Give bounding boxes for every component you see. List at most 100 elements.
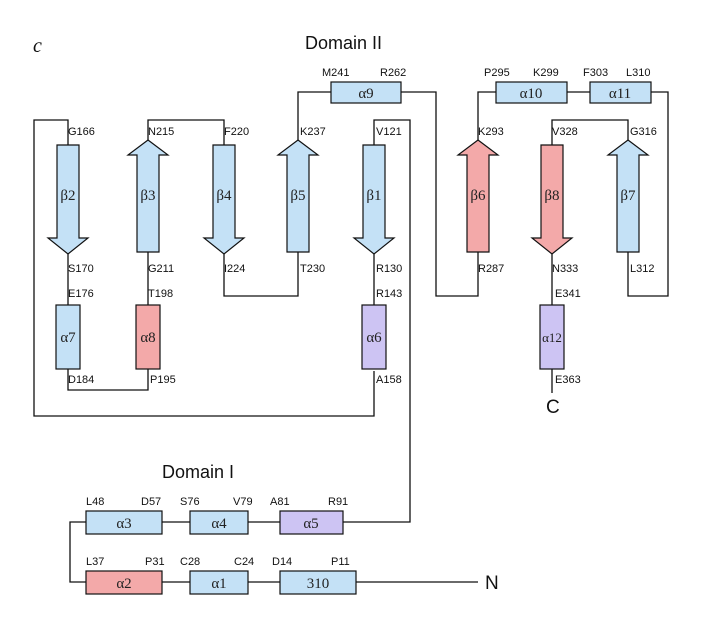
- helix-a8-start: T198: [148, 288, 173, 300]
- helix-a2: α2 L37 P31: [85, 556, 165, 595]
- helix-a3-box: [85, 510, 163, 535]
- strand-b7-label: β7: [620, 188, 636, 204]
- strand-b2-start: G166: [68, 126, 95, 138]
- helix-a1: α1 C28 C24: [180, 556, 254, 595]
- helix-a11-start: F303: [583, 67, 608, 79]
- helix-a4: α4 S76 V79: [180, 496, 253, 535]
- helix-a6-box: [361, 304, 387, 370]
- helix-a6-start: R143: [376, 288, 402, 300]
- strand-b5-start: K237: [300, 126, 326, 138]
- strand-b6-arrow: [456, 139, 500, 253]
- helix-a11-box: [589, 81, 652, 104]
- helix-a6-label: α6: [366, 330, 382, 346]
- helix-a5: α5 A81 R91: [270, 496, 348, 535]
- strand-b4-arrow: [202, 144, 246, 255]
- helix-a12: α12 E341 E363: [539, 288, 581, 386]
- helix-a7-box: [55, 304, 81, 370]
- helix-a2-box: [85, 570, 163, 595]
- helix-a4-box: [189, 510, 249, 535]
- strand-b1-arrow: [352, 144, 396, 255]
- helix-a4-end: V79: [233, 496, 253, 508]
- strand-b5: β5 K237 T230: [276, 126, 326, 275]
- helix-3-10-end: P11: [331, 556, 350, 568]
- helix-a3: α3 L48 D57: [85, 496, 163, 535]
- loop-a7-a8: [67, 369, 149, 391]
- strand-b1-end: R130: [376, 263, 402, 275]
- strand-b4-label: β4: [216, 188, 232, 204]
- strand-b8-start: V328: [552, 126, 578, 138]
- loop-b4-b5: [223, 252, 299, 297]
- helix-a7-label: α7: [60, 330, 76, 346]
- helix-a1-start: C28: [180, 556, 200, 568]
- loop-a3-a2: [69, 521, 86, 583]
- helix-a10-box: [495, 81, 568, 104]
- helix-a5-start: A81: [270, 496, 290, 508]
- strand-b7-start: G316: [630, 126, 657, 138]
- helix-a2-label: α2: [116, 576, 131, 592]
- strand-b2-end: S170: [68, 263, 94, 275]
- loop-a9-b6: [401, 91, 479, 297]
- helix-a8-end: P195: [150, 374, 176, 386]
- helix-a7-start: E176: [68, 288, 94, 300]
- helix-a2-end: P31: [145, 556, 165, 568]
- strand-b1-label: β1: [366, 188, 381, 204]
- helix-a4-label: α4: [211, 516, 227, 532]
- helix-a9: α9 M241 R262: [322, 67, 406, 104]
- helix-a12-box: [539, 304, 565, 370]
- helix-a11-end: L310: [626, 67, 650, 79]
- n-terminus: N: [485, 573, 499, 594]
- helix-a6-end: A158: [376, 374, 402, 386]
- domain-i-title: Domain I: [162, 462, 234, 482]
- helix-a5-end: R91: [328, 496, 348, 508]
- helix-a6: α6 R143 A158: [361, 288, 402, 386]
- helix-3-10-start: D14: [272, 556, 292, 568]
- helix-a10-end: K299: [533, 67, 559, 79]
- strand-b1-start: V121: [376, 126, 402, 138]
- strand-b3-end: G211: [148, 263, 174, 275]
- c-terminus: C: [546, 397, 560, 418]
- helix-a3-label: α3: [116, 516, 131, 532]
- strand-b3-arrow: [126, 139, 170, 253]
- strand-b7-arrow: [606, 139, 650, 253]
- helix-a10-start: P295: [484, 67, 510, 79]
- loop-a11-b7: [627, 91, 669, 297]
- helix-a9-start: M241: [322, 67, 350, 79]
- helix-a7: α7 E176 D184: [55, 288, 94, 386]
- strand-b7-end: L312: [630, 263, 654, 275]
- strand-b5-end: T230: [300, 263, 325, 275]
- helix-a9-end: R262: [380, 67, 406, 79]
- helix-a5-box: [279, 510, 344, 535]
- strand-b6: β6 K293 R287: [456, 126, 504, 275]
- strand-b2-arrow: [46, 144, 90, 255]
- helix-a12-label: α12: [542, 330, 562, 345]
- domain-ii-title: Domain II: [305, 33, 382, 53]
- strand-b3-label: β3: [140, 188, 155, 204]
- loop-b1-a5: [343, 119, 411, 523]
- strand-b8-arrow: [530, 144, 574, 255]
- helix-a4-start: S76: [180, 496, 200, 508]
- loop-b2-to-a6: [33, 119, 375, 417]
- helix-3-10-box: [279, 570, 357, 595]
- strand-b1: β1 V121 R130: [352, 126, 402, 275]
- strand-b4-end: I224: [224, 263, 245, 275]
- strand-b4-start: F220: [224, 126, 249, 138]
- helix-a1-label: α1: [211, 576, 226, 592]
- strand-b3: β3 N215 G211: [126, 126, 174, 275]
- helix-a1-end: C24: [234, 556, 254, 568]
- strand-b2-label: β2: [60, 188, 75, 204]
- strand-b5-label: β5: [290, 188, 305, 204]
- strand-b5-arrow: [276, 139, 320, 253]
- helix-a11-label: α11: [609, 86, 631, 102]
- helix-a1-box: [189, 570, 249, 595]
- helix-3-10-label: 310: [307, 576, 330, 592]
- strand-b8-label: β8: [544, 188, 559, 204]
- loop-b7-b8: [551, 119, 629, 145]
- strand-b8: β8 V328 N333: [530, 126, 578, 275]
- loop-connections: [33, 91, 669, 583]
- helix-a8-label: α8: [140, 330, 155, 346]
- helix-3-10: 310 D14 P11: [272, 556, 357, 595]
- helix-a3-start: L48: [86, 496, 104, 508]
- helix-a9-box: [330, 81, 402, 104]
- strand-b7: β7 G316 L312: [606, 126, 657, 275]
- strand-b4: β4 F220 I224: [202, 126, 249, 275]
